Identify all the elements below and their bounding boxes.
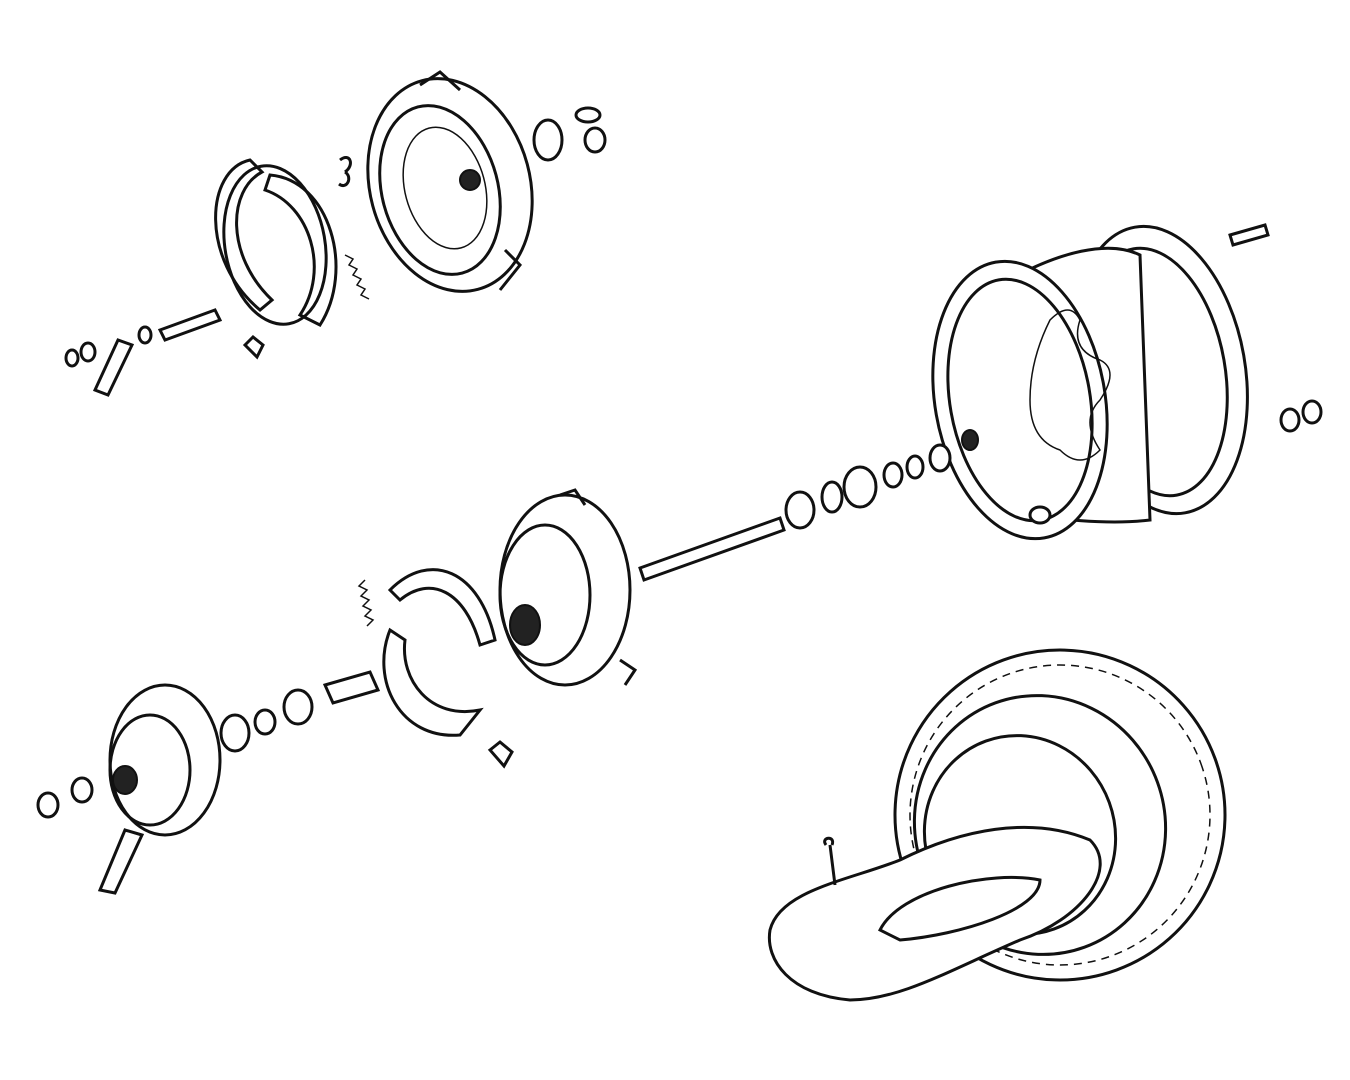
brake-backplate (36, 683, 514, 895)
rim-bolts (1028, 223, 1323, 525)
bearings-and-spacers (784, 443, 952, 530)
inner-tube (767, 825, 1102, 1002)
small-fasteners-top (242, 106, 607, 360)
brake-shoes-middle (382, 568, 497, 737)
spring-top (344, 254, 370, 300)
spring-middle (357, 579, 375, 627)
wheel-rim (931, 224, 1249, 541)
axle (638, 516, 786, 582)
spacer-tube (219, 670, 381, 753)
cam-lever-top (64, 308, 223, 397)
wheel-hub (498, 488, 638, 687)
brake-drum-top (366, 70, 534, 293)
brake-shoes-top (214, 158, 338, 327)
